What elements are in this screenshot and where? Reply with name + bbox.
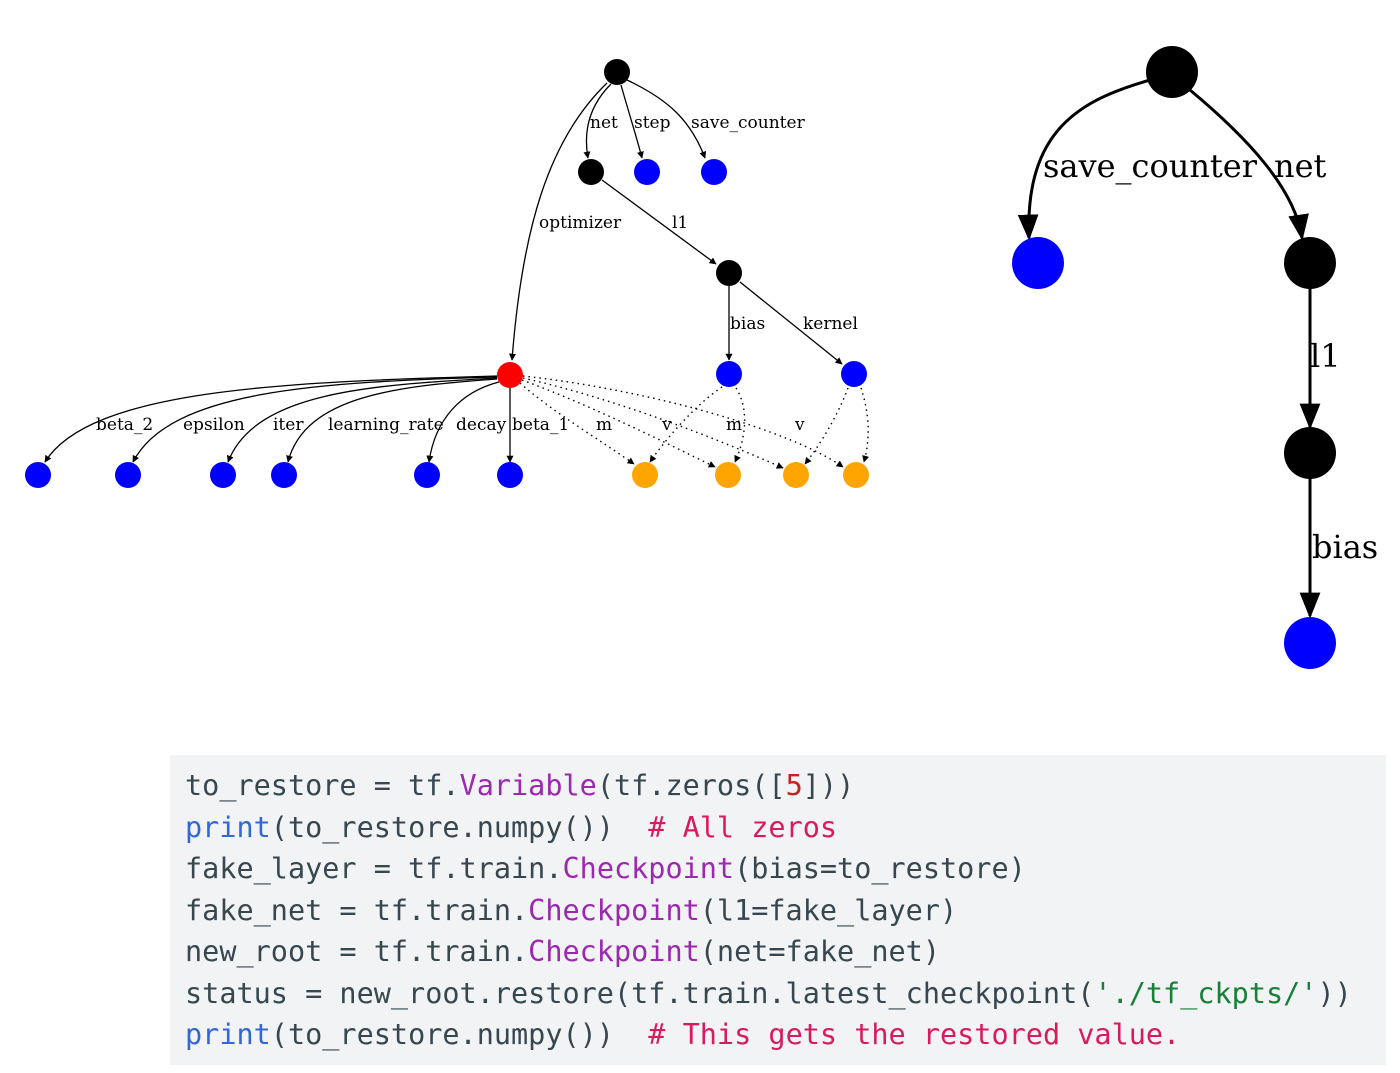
root-node (604, 59, 630, 85)
code-token: Variable (459, 769, 597, 802)
label-v-2: v (794, 415, 805, 435)
code-token: (tf.zeros([ (596, 769, 786, 802)
code-token: (to_restore.numpy()) (270, 810, 649, 844)
code-token: fake_layer = tf.train. (185, 852, 563, 885)
label-iter: iter (273, 415, 304, 435)
code-block: to_restore = tf.Variable(tf.zeros([5]))p… (170, 755, 1386, 1065)
label-m-1: m (596, 415, 612, 435)
code-token: fake_net = tf.train. (185, 893, 529, 927)
epsilon-node (115, 462, 141, 488)
edge-root-optimizer (508, 82, 608, 361)
code-token: 5 (785, 769, 803, 802)
optimizer-node (497, 362, 523, 388)
label-optimizer: optimizer (539, 213, 622, 233)
label-m-2: m (726, 415, 742, 435)
r-net-node (1284, 237, 1336, 289)
code-token: (net=fake_net) (699, 935, 940, 968)
r-root-node (1146, 46, 1198, 98)
label-net: net (590, 113, 618, 133)
code-token: './tf_ckpts/' (1094, 976, 1318, 1010)
beta-1-node (497, 462, 523, 488)
bias-node (716, 361, 742, 387)
edge-kernel-slot-v (860, 387, 870, 463)
beta-2-node (25, 462, 51, 488)
edge-opt-iter (227, 377, 498, 463)
code-line: fake_layer = tf.train.Checkpoint(bias=to… (185, 848, 1386, 890)
label-learning-rate: learning_rate (328, 415, 444, 435)
code-line: print(to_restore.numpy()) # All zeros (185, 807, 1386, 849)
r-label-l1: l1 (1310, 337, 1341, 375)
code-token: to_restore = tf. (185, 769, 460, 802)
code-token: # All zeros (648, 810, 838, 844)
slot-node-1 (632, 462, 658, 488)
step-node (634, 159, 660, 185)
edge-root-net (583, 83, 612, 159)
edge-bias-slot-m (649, 386, 723, 463)
code-token: (to_restore.numpy()) (270, 1018, 649, 1051)
edge-root-save-counter (626, 79, 707, 159)
code-token: (l1=fake_layer) (699, 893, 958, 927)
code-line: status = new_root.restore(tf.train.lates… (185, 973, 1386, 1015)
label-v-1: v (661, 415, 672, 435)
r-label-net: net (1274, 147, 1327, 185)
edge-opt-learning-rate (286, 378, 498, 463)
label-epsilon: epsilon (183, 415, 245, 435)
code-line: to_restore = tf.Variable(tf.zeros([5])) (185, 765, 1386, 807)
code-line: print(to_restore.numpy()) # This gets th… (185, 1014, 1386, 1056)
edge-r-save-counter (1017, 78, 1151, 241)
code-token: print (185, 1018, 271, 1051)
r-bias-node (1284, 617, 1336, 669)
label-save-counter: save_counter (691, 113, 806, 133)
r-label-bias: bias (1312, 528, 1378, 566)
code-line: fake_net = tf.train.Checkpoint(l1=fake_l… (185, 890, 1386, 932)
slot-node-4 (843, 462, 869, 488)
slot-node-2 (715, 462, 741, 488)
r-l1-node (1284, 427, 1336, 479)
edge-kernel-slot-m (804, 387, 849, 465)
right-checkpoint-graph: save_counter net l1 bias (1012, 46, 1378, 669)
left-checkpoint-graph: net step save_counter optimizer l1 bias … (25, 59, 870, 488)
edge-opt-slot-m2 (522, 377, 784, 469)
edge-opt-beta2 (44, 375, 498, 463)
code-token: # This gets the restored value. (648, 1018, 1181, 1051)
label-bias: bias (730, 314, 765, 334)
code-line: new_root = tf.train.Checkpoint(net=fake_… (185, 931, 1386, 973)
net-node (578, 159, 604, 185)
edge-l1-kernel (739, 281, 843, 365)
code-token: print (185, 810, 271, 844)
decay-node (414, 462, 440, 488)
r-save-counter-node (1012, 237, 1064, 289)
code-token: Checkpoint (528, 893, 700, 927)
label-beta-1: beta_1 (512, 415, 569, 435)
code-token: new_root = tf.train. (185, 935, 529, 968)
edge-r-net (1189, 88, 1309, 241)
label-step: step (634, 113, 671, 133)
edge-net-l1 (601, 179, 717, 265)
iter-node (210, 462, 236, 488)
edge-root-step (620, 84, 644, 159)
label-beta-2: beta_2 (96, 415, 153, 435)
code-token: Checkpoint (528, 935, 700, 968)
code-token: status = new_root.restore(tf.train.lates… (185, 976, 1095, 1010)
edge-opt-epsilon (132, 376, 498, 463)
label-l1: l1 (672, 213, 688, 233)
r-label-save-counter: save_counter (1043, 147, 1258, 185)
save-counter-node (701, 159, 727, 185)
label-decay: decay (456, 415, 507, 435)
edge-opt-slot-v1 (521, 379, 716, 468)
checkpoint-graphs: net step save_counter optimizer l1 bias … (25, 46, 1378, 669)
edge-opt-decay (426, 381, 500, 463)
learning-rate-node (271, 462, 297, 488)
label-kernel: kernel (803, 314, 858, 334)
slot-node-3 (783, 462, 809, 488)
code-token: Checkpoint (562, 852, 735, 885)
edge-bias-slot-v (734, 387, 746, 463)
code-token: (bias=to_restore) (734, 852, 1026, 885)
code-token: )) (1317, 976, 1352, 1010)
code-token: ])) (802, 769, 855, 802)
l1-node (716, 260, 742, 286)
kernel-node (841, 361, 867, 387)
